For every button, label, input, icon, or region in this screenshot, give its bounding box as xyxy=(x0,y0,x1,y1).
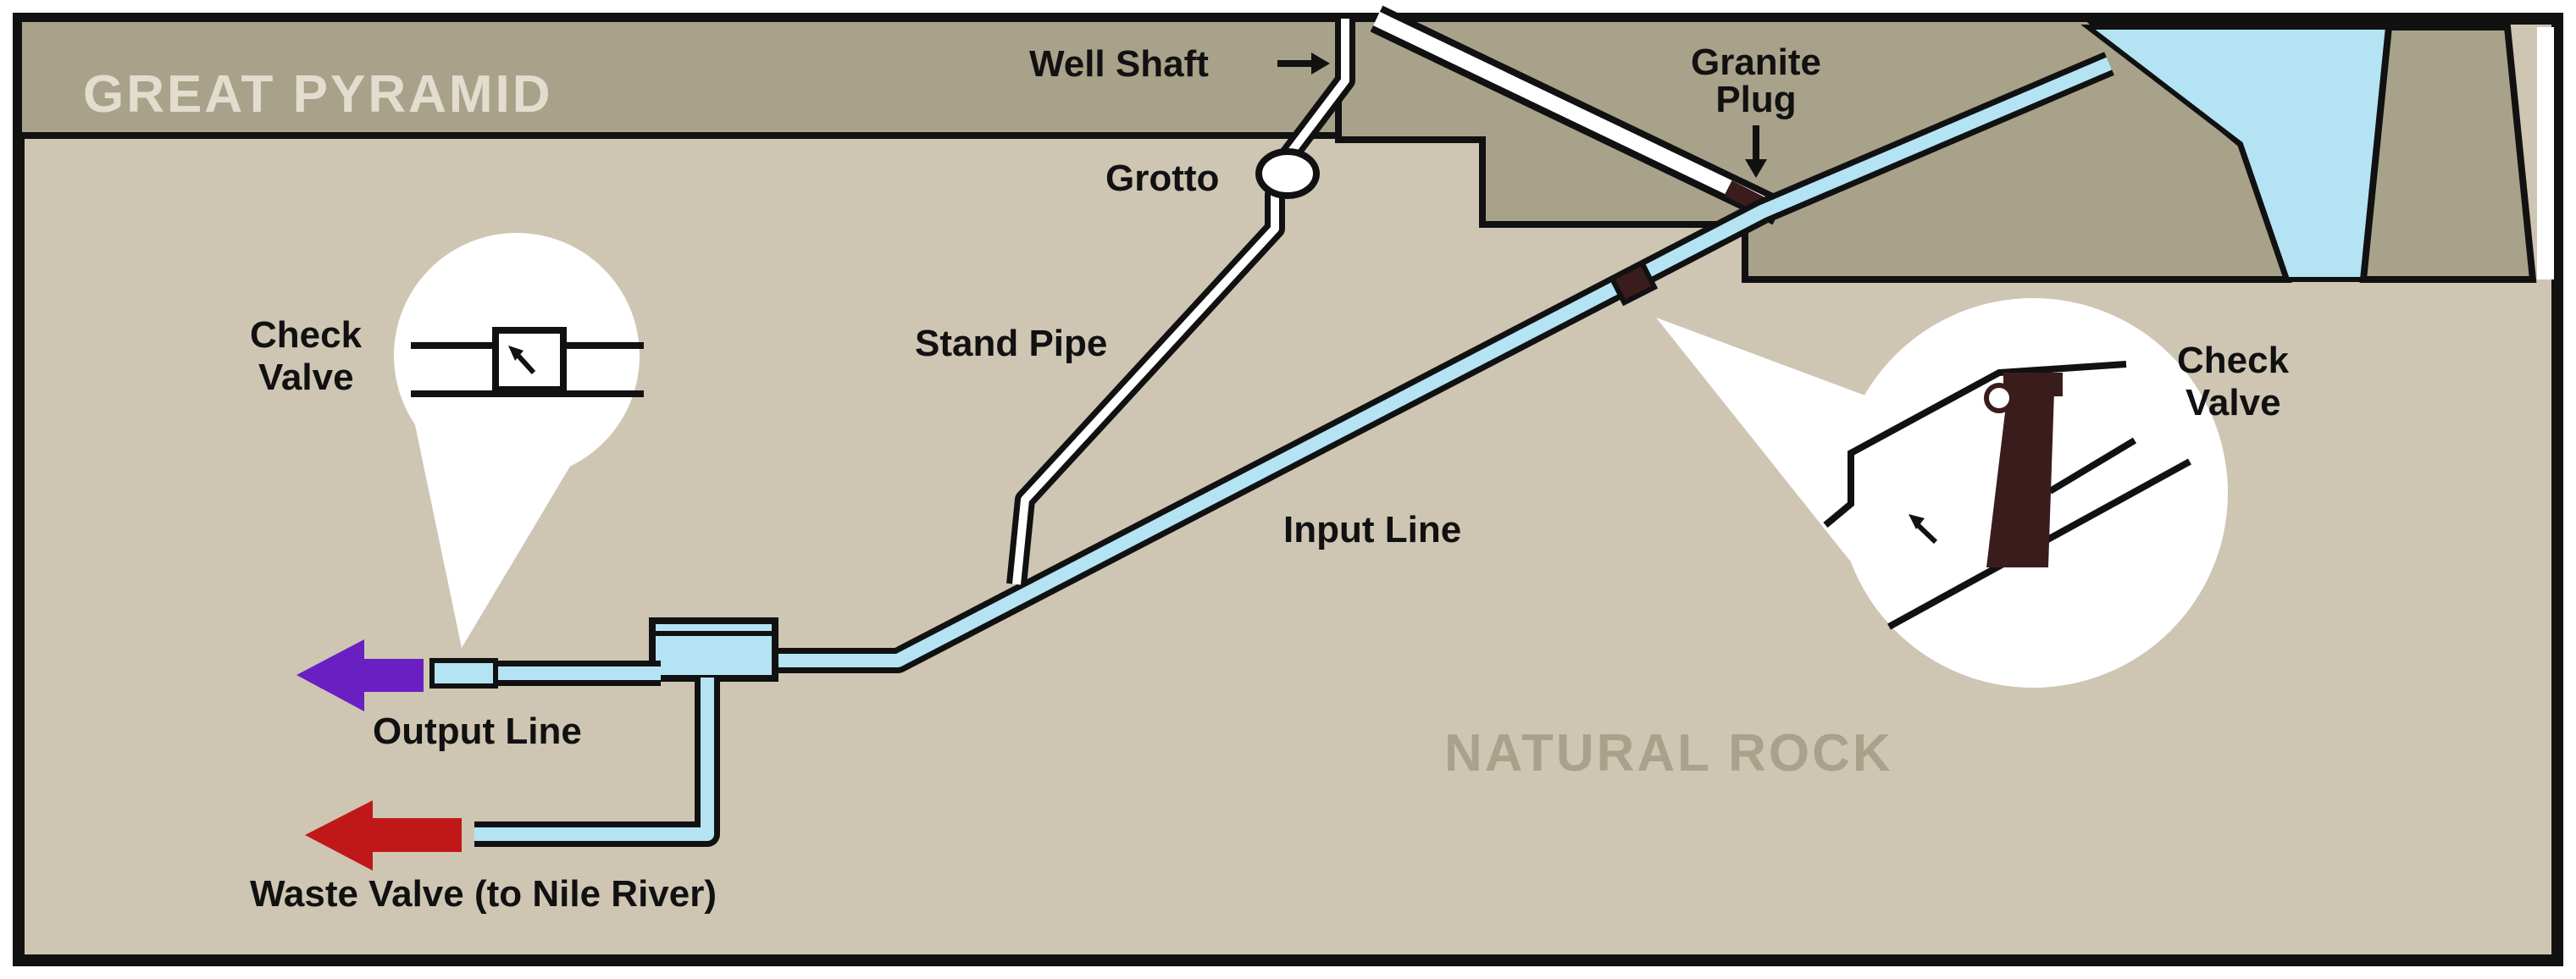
right-check-valve-label-line1: Check xyxy=(2177,340,2290,381)
right-valve-arrow-shaft xyxy=(1914,521,1938,545)
left-valve-box xyxy=(492,327,567,393)
left-check-valve-callout xyxy=(394,233,644,648)
left-valve-arrow-shaft xyxy=(514,351,536,375)
right-valve-flap xyxy=(1986,391,2054,567)
natural-rock-label: NATURAL ROCK xyxy=(1444,724,1893,783)
output-line-label: Output Line xyxy=(373,711,582,752)
output-coupling xyxy=(429,658,498,689)
waste-valve-label: Waste Valve (to Nile River) xyxy=(250,873,717,915)
left-valve-arrow-head xyxy=(508,346,524,361)
right-check-valve-label-line2: Valve xyxy=(2185,382,2281,423)
right-check-valve-callout xyxy=(1656,298,2228,688)
right-valve-arrow-head xyxy=(1908,514,1925,529)
left-check-valve-label-line1: Check xyxy=(250,314,363,356)
granite-plug-label-line2: Plug xyxy=(1715,79,1796,120)
stand-pipe-label: Stand Pipe xyxy=(915,323,1107,364)
left-check-valve-label-line2: Valve xyxy=(258,357,354,398)
granite-plug-label-line1: Granite xyxy=(1691,41,1821,83)
waste-flow-arrow xyxy=(305,800,462,871)
reservoir-water xyxy=(2080,25,2392,282)
well-shaft-label: Well Shaft xyxy=(1029,43,1209,85)
right-valve-pipe-top-right xyxy=(2047,437,2137,495)
right-valve-pipe-top xyxy=(1823,361,2127,528)
input-line-label: Input Line xyxy=(1283,509,1461,550)
descending-passage-inner xyxy=(1373,11,1765,211)
well-shaft-pointer-head xyxy=(1311,53,1330,75)
waste-line-pipe xyxy=(474,678,714,841)
input-line-pipe xyxy=(771,57,2113,667)
grotto-chamber xyxy=(1255,148,1320,199)
grotto-label: Grotto xyxy=(1105,158,1219,199)
ram-pump-chamber xyxy=(649,617,778,682)
right-edge-block xyxy=(2537,27,2554,279)
output-flow-arrow xyxy=(296,639,424,711)
input-check-valve xyxy=(1608,259,1659,307)
great-pyramid-label: GREAT PYRAMID xyxy=(83,65,553,124)
granite-plug-pointer-head xyxy=(1745,159,1767,178)
right-valve-hinge xyxy=(1984,383,2014,413)
dam-tower xyxy=(2359,24,2537,283)
